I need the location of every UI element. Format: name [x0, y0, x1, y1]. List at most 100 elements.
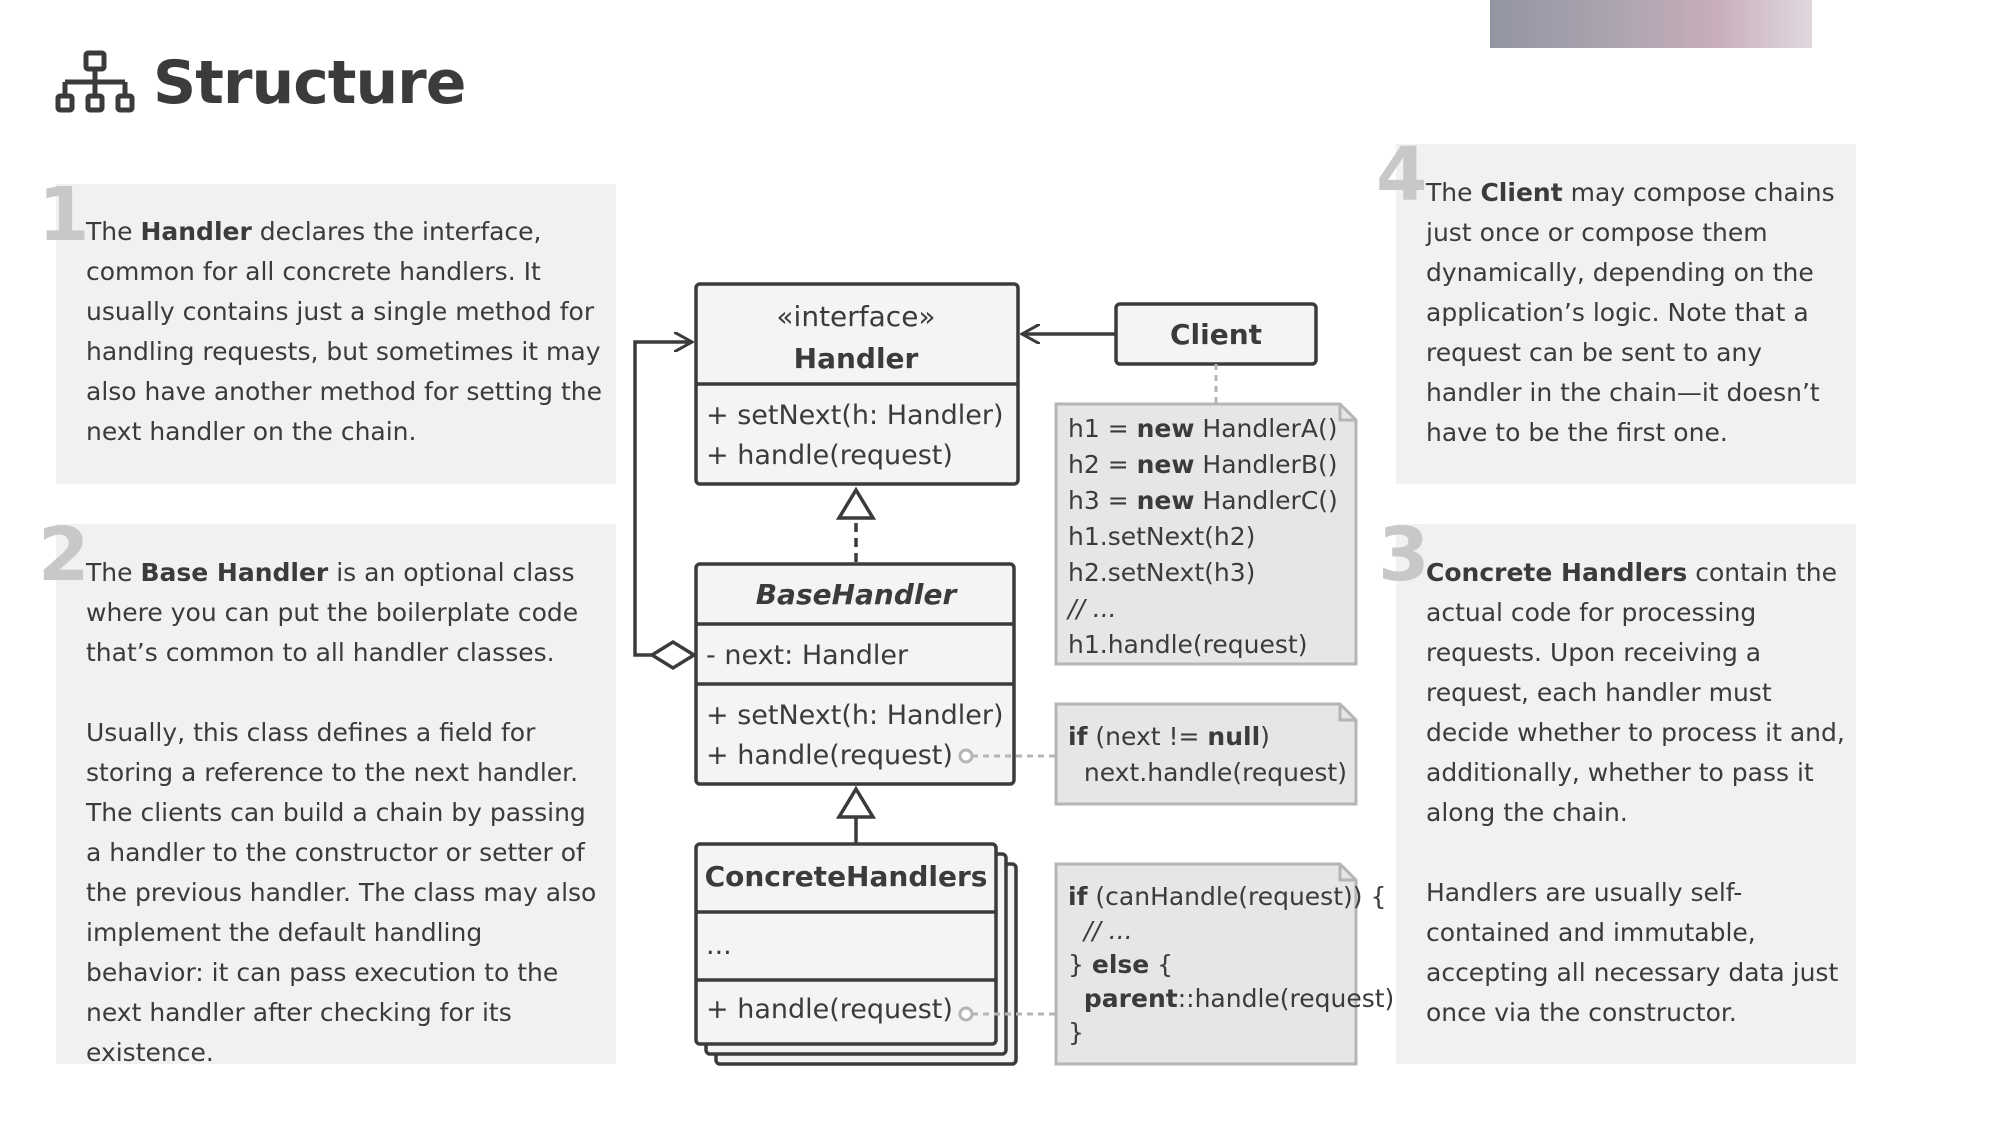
- bold-term: Concrete Handlers: [1426, 558, 1688, 587]
- code-token: ::handle(request): [1178, 984, 1395, 1013]
- code-token: }: [1068, 950, 1092, 979]
- panel-number: 2: [38, 512, 90, 598]
- handler-method: + handle(request): [706, 440, 953, 471]
- bold-term: Handler: [140, 217, 252, 246]
- base-code-note: if (next != null) next.handle(request): [1054, 702, 1358, 806]
- panel-text-base-handler: The Base Handler is an optional class wh…: [86, 553, 606, 1073]
- text-run: Handlers are usually self-contained and …: [1426, 878, 1839, 1027]
- code-token: new: [1137, 450, 1195, 479]
- concrete-handlers-field: ...: [706, 930, 732, 961]
- panel-text-client: The Client may compose chains just once …: [1426, 173, 1846, 453]
- code-token: h2.setNext(h3): [1068, 558, 1255, 587]
- base-note-anchor: [958, 748, 974, 764]
- concrete-note-anchor: [958, 1006, 974, 1022]
- code-token: }: [1068, 1018, 1084, 1047]
- client-code-text: h1 = new HandlerA() h2 = new HandlerB() h3…: [1066, 414, 1338, 659]
- code-line: if (next != null): [1068, 722, 1270, 751]
- next-aggregation-line: [633, 342, 692, 657]
- client-code-note: h1 = new HandlerA() h2 = new HandlerB() h3…: [1054, 402, 1358, 666]
- panel-paragraph: Concrete Handlers contain the actual cod…: [1426, 553, 1846, 833]
- concrete-code-text: if (canHandle(request)) { // ...} else {…: [1068, 882, 1394, 1047]
- handler-interface-box: «interface» Handler + setNext(h: Handler…: [694, 282, 1020, 486]
- code-token: if: [1068, 882, 1089, 911]
- code-line: } else {: [1068, 950, 1173, 979]
- code-token: new: [1137, 486, 1195, 515]
- base-handler-name: BaseHandler: [756, 578, 959, 611]
- concrete-code-note: if (canHandle(request)) { // ...} else {…: [1054, 862, 1394, 1066]
- panel-text-handler: The Handler declares the interface, comm…: [86, 212, 606, 452]
- code-line: h2 = new HandlerB(): [1068, 450, 1338, 479]
- code-token: parent: [1084, 984, 1178, 1013]
- aggregation-diamond: [648, 639, 698, 671]
- realization-triangle: [835, 486, 877, 520]
- code-token: null: [1207, 722, 1260, 751]
- concrete-handlers-method: + handle(request): [706, 994, 953, 1025]
- panel-text-concrete-handlers: Concrete Handlers contain the actual cod…: [1426, 553, 1846, 1033]
- panel-number: 4: [1376, 132, 1428, 218]
- code-token: else: [1092, 950, 1149, 979]
- code-token: HandlerC(): [1194, 486, 1337, 515]
- bold-term: Client: [1480, 178, 1563, 207]
- code-token: // ...: [1068, 916, 1133, 945]
- code-line: if (canHandle(request)) {: [1068, 882, 1386, 911]
- panel-paragraph: Usually, this class defines a field for …: [86, 713, 606, 1073]
- concrete-handlers-box: ConcreteHandlers ... + handle(request): [694, 842, 1018, 1066]
- base-handler-box: BaseHandler - next: Handler + setNext(h:…: [694, 562, 1016, 786]
- handler-name: Handler: [794, 342, 919, 375]
- handler-method: + setNext(h: Handler): [706, 400, 1004, 431]
- panel-number: 1: [38, 172, 90, 258]
- panel-paragraph: Handlers are usually self-contained and …: [1426, 873, 1846, 1033]
- text-run: may compose chains just once or compose …: [1426, 178, 1835, 447]
- panel-concrete-handlers: [1396, 524, 1856, 1064]
- section-header: Structure: [55, 38, 466, 128]
- code-line: }: [1068, 1018, 1084, 1047]
- code-token: h1.handle(request): [1068, 630, 1307, 659]
- panel-handler: [56, 184, 616, 484]
- code-token: h2 =: [1068, 450, 1137, 479]
- code-token: (next !=: [1087, 722, 1207, 751]
- base-code-text: if (next != null) next.handle(request): [1068, 722, 1347, 787]
- text-run: The: [1426, 178, 1481, 207]
- code-token: {: [1149, 950, 1173, 979]
- text-run: The: [86, 558, 141, 587]
- code-token: new: [1137, 414, 1195, 443]
- code-token: HandlerB(): [1194, 450, 1337, 479]
- code-line: h1.handle(request): [1068, 630, 1307, 659]
- code-line: h1.setNext(h2): [1068, 522, 1255, 551]
- page-title: Structure: [153, 48, 466, 118]
- base-handler-method: + handle(request): [706, 740, 953, 771]
- text-run: declares the interface, common for all c…: [86, 217, 602, 446]
- handler-stereotype: «interface»: [776, 300, 935, 333]
- base-handler-method: + setNext(h: Handler): [706, 700, 1004, 731]
- code-token: // ...: [1066, 594, 1117, 623]
- panel-client: [1396, 144, 1856, 484]
- concrete-handlers-name: ConcreteHandlers: [705, 860, 988, 893]
- code-token: ): [1260, 722, 1270, 751]
- code-line: h2.setNext(h3): [1068, 558, 1255, 587]
- code-line: // ...: [1068, 916, 1133, 945]
- code-token: h1.setNext(h2): [1068, 522, 1255, 551]
- base-handler-field: - next: Handler: [706, 640, 909, 671]
- inheritance-triangle: [835, 785, 877, 819]
- bold-term: Base Handler: [140, 558, 329, 587]
- text-run: is an optional class where you can put t…: [86, 558, 579, 667]
- code-token: next.handle(request): [1068, 758, 1347, 787]
- code-token: HandlerA(): [1194, 414, 1337, 443]
- panel-paragraph: The Base Handler is an optional class wh…: [86, 553, 606, 673]
- code-token: if: [1068, 722, 1089, 751]
- code-line: h3 = new HandlerC(): [1068, 486, 1338, 515]
- panel-paragraph: The Handler declares the interface, comm…: [86, 212, 606, 452]
- client-name: Client: [1170, 318, 1262, 351]
- panel-base-handler: [56, 524, 616, 1064]
- panel-number: 3: [1378, 512, 1430, 598]
- code-line: next.handle(request): [1068, 758, 1347, 787]
- panel-paragraph: The Client may compose chains just once …: [1426, 173, 1846, 453]
- code-token: (canHandle(request)) {: [1087, 882, 1386, 911]
- code-line: h1 = new HandlerA(): [1068, 414, 1337, 443]
- text-run: The: [86, 217, 141, 246]
- structure-hierarchy-icon: [55, 50, 135, 113]
- code-token: h1 =: [1068, 414, 1137, 443]
- code-token: [1068, 984, 1084, 1013]
- code-line: // ...: [1066, 594, 1117, 623]
- video-thumbnail[interactable]: [1490, 0, 1812, 48]
